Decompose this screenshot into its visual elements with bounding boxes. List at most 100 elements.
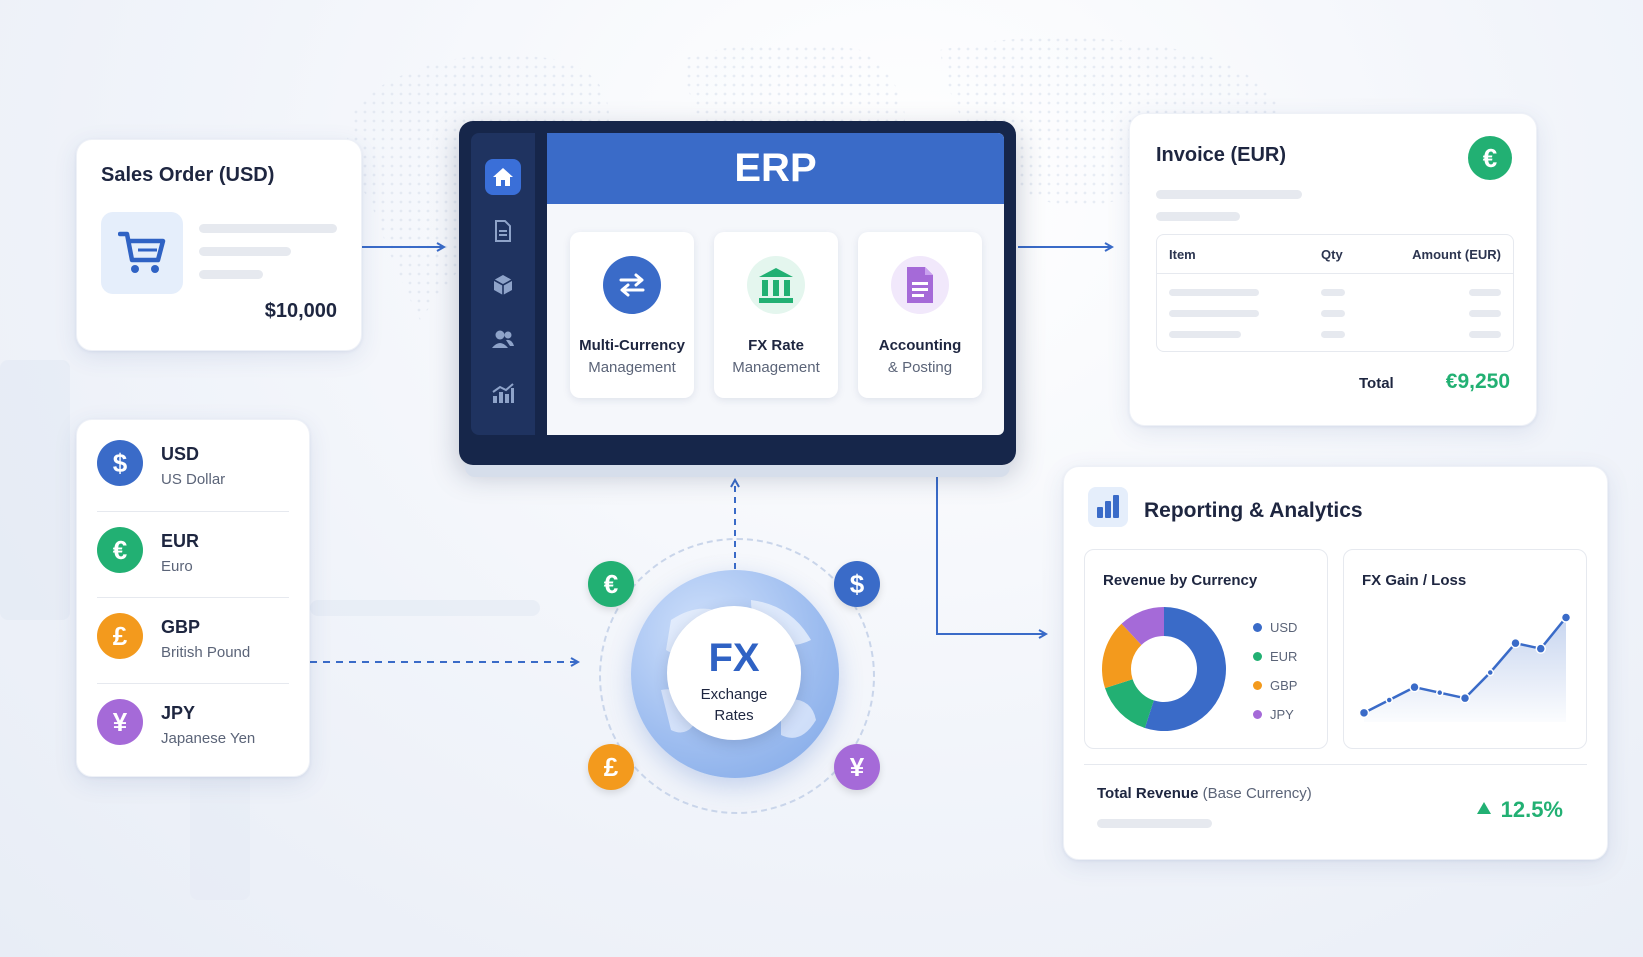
- divider: [1157, 273, 1513, 274]
- currency-code: JPY: [161, 703, 196, 723]
- placeholder-line: [1156, 190, 1302, 199]
- placeholder-cell: [1469, 331, 1501, 338]
- data-point: [1409, 681, 1420, 693]
- placeholder-cell: [1169, 310, 1259, 317]
- placeholder-line: [199, 247, 291, 256]
- revenue-by-currency-chart[interactable]: Revenue by Currency USD EUR GBP JPY: [1084, 549, 1328, 749]
- exchange-arrows-icon: [603, 256, 661, 314]
- donut-slice-eur: [1105, 679, 1154, 728]
- area-fill: [1364, 617, 1566, 722]
- currency-code: EUR: [161, 531, 200, 551]
- legend-item-usd: USD: [1253, 620, 1297, 635]
- module-multi-currency[interactable]: Multi-Currency Management: [570, 232, 694, 398]
- donut-slice-usd: [1144, 607, 1226, 731]
- fx-exchange-rates-hub[interactable]: FX Exchange Rates: [667, 606, 801, 740]
- sales-order-title: Sales Order (USD): [101, 164, 275, 186]
- data-point: [1385, 696, 1393, 704]
- chart-title: FX Gain / Loss: [1362, 572, 1467, 589]
- module-fx-rate[interactable]: FX Rate Management: [714, 232, 838, 398]
- total-revenue-suffix: (Base Currency): [1202, 785, 1312, 802]
- placeholder-line: [199, 270, 263, 279]
- monitor-stand: [465, 465, 1010, 477]
- invoice-card[interactable]: Invoice (EUR) € Item Qty Amount (EUR) To…: [1129, 113, 1537, 426]
- placeholder-cell: [1321, 331, 1345, 338]
- donut-slice-gbp: [1102, 623, 1142, 689]
- legend-item-eur: EUR: [1253, 649, 1297, 664]
- legend-label: USD: [1270, 620, 1298, 635]
- euro-coin-icon: €: [588, 561, 634, 607]
- currency-name: Japanese Yen: [161, 730, 256, 747]
- background-desk: [310, 600, 540, 616]
- data-point: [1486, 668, 1494, 677]
- document-icon[interactable]: [485, 213, 521, 249]
- sales-order-amount: $10,000: [264, 300, 337, 322]
- total-revenue-change-value: 12.5%: [1500, 797, 1563, 822]
- legend-dot: [1253, 623, 1262, 633]
- accounting-document-icon: [891, 256, 949, 314]
- fx-title: FX: [708, 636, 760, 680]
- trend-up-icon: [1476, 802, 1491, 814]
- pound-coin-icon: £: [588, 744, 634, 790]
- chart-icon[interactable]: [485, 375, 521, 411]
- currency-code: GBP: [161, 617, 201, 637]
- reporting-analytics-card[interactable]: Reporting & Analytics Revenue by Currenc…: [1063, 466, 1608, 860]
- bank-icon: [747, 256, 805, 314]
- divider: [97, 597, 289, 598]
- currency-item-jpy[interactable]: ¥ JPY Japanese Yen: [97, 679, 289, 765]
- data-point: [1459, 692, 1471, 704]
- invoice-total-label: Total: [1359, 375, 1394, 392]
- pound-coin-icon: £: [97, 613, 143, 659]
- invoice-table: Item Qty Amount (EUR): [1156, 234, 1514, 352]
- module-sublabel: Management: [588, 359, 676, 376]
- currency-item-gbp[interactable]: £ GBP British Pound: [97, 593, 289, 679]
- fx-subtitle-line2: Rates: [714, 707, 754, 724]
- module-label: Multi-Currency: [579, 337, 685, 354]
- currency-list-card: $ USD US Dollar € EUR Euro £ GBP British…: [76, 419, 310, 777]
- module-label: FX Rate: [748, 337, 804, 354]
- currency-name: British Pound: [161, 644, 251, 661]
- placeholder-cell: [1321, 310, 1345, 317]
- fx-subtitle-line1: Exchange: [700, 686, 768, 703]
- module-label: Accounting: [878, 337, 962, 354]
- users-icon[interactable]: [485, 321, 521, 357]
- currency-item-usd[interactable]: $ USD US Dollar: [97, 420, 289, 506]
- currency-code: USD: [161, 444, 200, 464]
- legend-label: EUR: [1270, 649, 1298, 664]
- legend-item-jpy: JPY: [1253, 707, 1294, 722]
- placeholder-cell: [1169, 289, 1259, 296]
- legend-dot: [1253, 710, 1262, 720]
- home-icon[interactable]: [485, 159, 521, 195]
- placeholder-line: [199, 224, 337, 233]
- legend-label: JPY: [1270, 707, 1294, 722]
- column-header: Qty: [1321, 247, 1343, 262]
- column-header: Amount (EUR): [1412, 247, 1501, 262]
- fx-gain-loss-chart[interactable]: FX Gain / Loss: [1343, 549, 1587, 749]
- legend-label: GBP: [1270, 678, 1298, 693]
- placeholder-cell: [1321, 289, 1345, 296]
- box-icon[interactable]: [485, 267, 521, 303]
- bar-chart-icon: [1088, 487, 1128, 527]
- sales-order-card[interactable]: Sales Order (USD) $10,000: [76, 139, 362, 351]
- arrow-erp-to-reporting: [924, 465, 1046, 634]
- reporting-title: Reporting & Analytics: [1144, 499, 1363, 522]
- data-point: [1436, 688, 1444, 697]
- divider: [1084, 764, 1587, 765]
- module-accounting[interactable]: Accounting & Posting: [858, 232, 982, 398]
- yen-coin-icon: ¥: [97, 699, 143, 745]
- divider: [97, 511, 289, 512]
- chart-title: Revenue by Currency: [1103, 572, 1258, 589]
- background-shelf: [0, 360, 70, 620]
- column-header: Item: [1169, 247, 1196, 262]
- currency-item-eur[interactable]: € EUR Euro: [97, 507, 289, 593]
- module-sublabel: & Posting: [887, 359, 953, 376]
- erp-title: ERP: [547, 133, 1004, 204]
- module-sublabel: Management: [732, 359, 820, 376]
- data-point: [1535, 643, 1546, 654]
- erp-screen: ERP Multi-Currency Management FX Rate Ma…: [547, 133, 1004, 435]
- placeholder-cell: [1469, 289, 1501, 296]
- placeholder-line: [1156, 212, 1240, 221]
- currency-name: US Dollar: [161, 471, 226, 488]
- yen-coin-icon: ¥: [834, 744, 880, 790]
- donut-chart: [1102, 607, 1226, 731]
- total-revenue-title: Total Revenue: [1097, 785, 1199, 802]
